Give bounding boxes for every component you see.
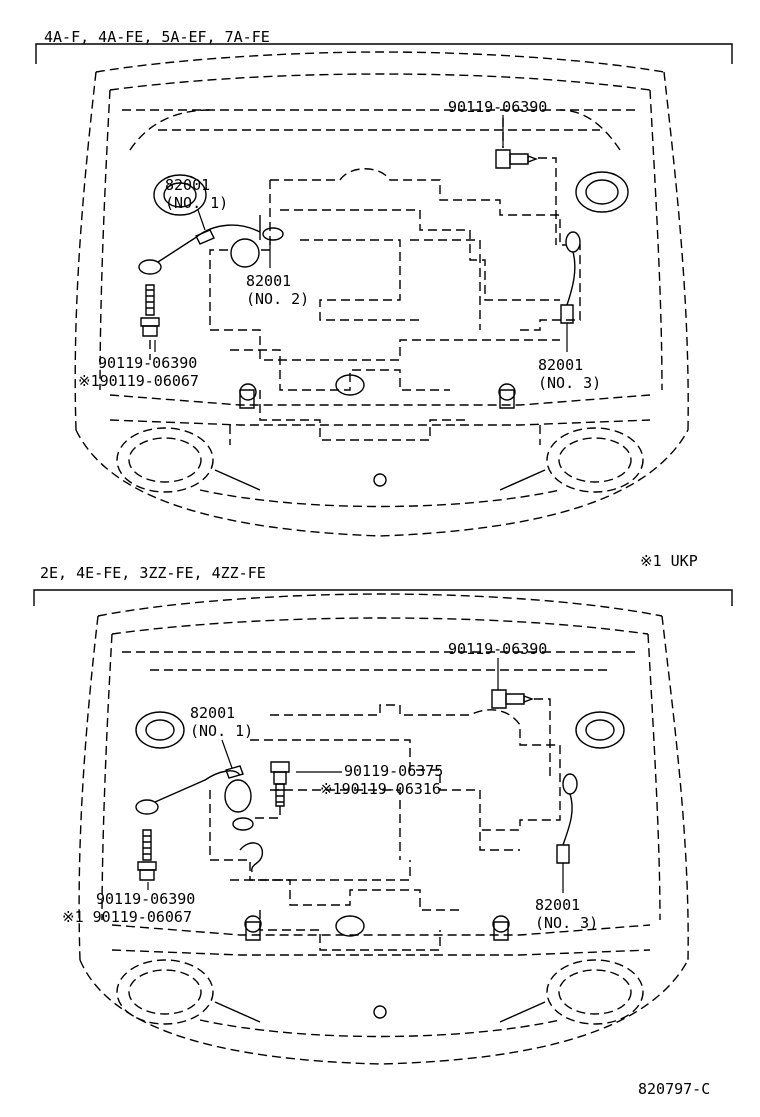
top-label-bolt-left: 90119-06390 bbox=[98, 354, 197, 372]
top-label-wire2-part: 82001 bbox=[246, 272, 291, 290]
bottom-leader-wire1 bbox=[221, 739, 233, 769]
top-label-wire1-no: (NO. 1) bbox=[165, 194, 228, 212]
top-leader-wire1 bbox=[197, 209, 206, 231]
bottom-bolt-mid bbox=[252, 761, 290, 819]
bottom-panel-title: 2E, 4E-FE, 3ZZ-FE, 4ZZ-FE bbox=[40, 564, 266, 582]
bottom-panel-bracket bbox=[33, 589, 733, 606]
bottom-label-wire3-part: 82001 bbox=[535, 896, 580, 914]
top-strut-towers bbox=[153, 171, 629, 216]
bottom-label-wire3-no: (NO. 3) bbox=[535, 914, 598, 932]
top-label-bolt-top: 90119-06390 bbox=[448, 98, 547, 116]
top-ground-wire-no1 bbox=[138, 224, 284, 275]
top-ground-wire-no3 bbox=[560, 231, 581, 324]
bottom-label-bolt-left: 90119-06390 bbox=[96, 890, 195, 908]
top-panel-title: 4A-F, 4A-FE, 5A-EF, 7A-FE bbox=[44, 28, 270, 46]
drawing-code: 820797-C bbox=[638, 1080, 710, 1098]
top-bolt-left bbox=[140, 284, 160, 360]
top-panel: 4A-F, 4A-FE, 5A-EF, 7A-FE bbox=[35, 28, 733, 537]
bottom-panel: 2E, 4E-FE, 3ZZ-FE, 4ZZ-FE bbox=[33, 564, 733, 1065]
top-label-bolt-left-alt: ※190119-06067 bbox=[78, 372, 199, 390]
bottom-label-bolt-mid: 90119-06375 bbox=[344, 762, 443, 780]
bottom-label-wire1-part: 82001 bbox=[190, 704, 235, 722]
bottom-label-bolt-left-alt: ※1 90119-06067 bbox=[62, 908, 192, 926]
bottom-engine-block bbox=[209, 704, 561, 951]
bottom-bolt-left bbox=[137, 829, 157, 881]
top-label-wire3-part: 82001 bbox=[538, 356, 583, 374]
top-hood-outline bbox=[74, 51, 689, 537]
bottom-ground-wire-no3 bbox=[556, 773, 578, 864]
bottom-headlights bbox=[116, 959, 644, 1038]
bottom-strut-towers bbox=[135, 711, 625, 749]
top-ground-wire-no2 bbox=[230, 215, 261, 268]
top-label-wire1-part: 82001 bbox=[165, 176, 210, 194]
bottom-bolt-right bbox=[491, 689, 551, 780]
bottom-ground-wire-no1 bbox=[135, 765, 254, 831]
top-headlights bbox=[116, 427, 644, 508]
top-crossmember bbox=[109, 374, 651, 445]
bottom-label-wire1-no: (NO. 1) bbox=[190, 722, 253, 740]
bottom-crossmember bbox=[111, 915, 651, 956]
bottom-label-bolt-mid-alt: ※190119-06316 bbox=[320, 780, 441, 798]
ukp-note: ※1 UKP bbox=[640, 552, 698, 570]
bottom-label-bolt-top: 90119-06390 bbox=[448, 640, 547, 658]
top-label-wire2-no: (NO. 2) bbox=[246, 290, 309, 308]
top-panel-bracket bbox=[35, 43, 733, 64]
top-bolt-right bbox=[495, 118, 557, 245]
bottom-hood-outline bbox=[78, 593, 689, 1065]
top-label-wire3-no: (NO. 3) bbox=[538, 374, 601, 392]
